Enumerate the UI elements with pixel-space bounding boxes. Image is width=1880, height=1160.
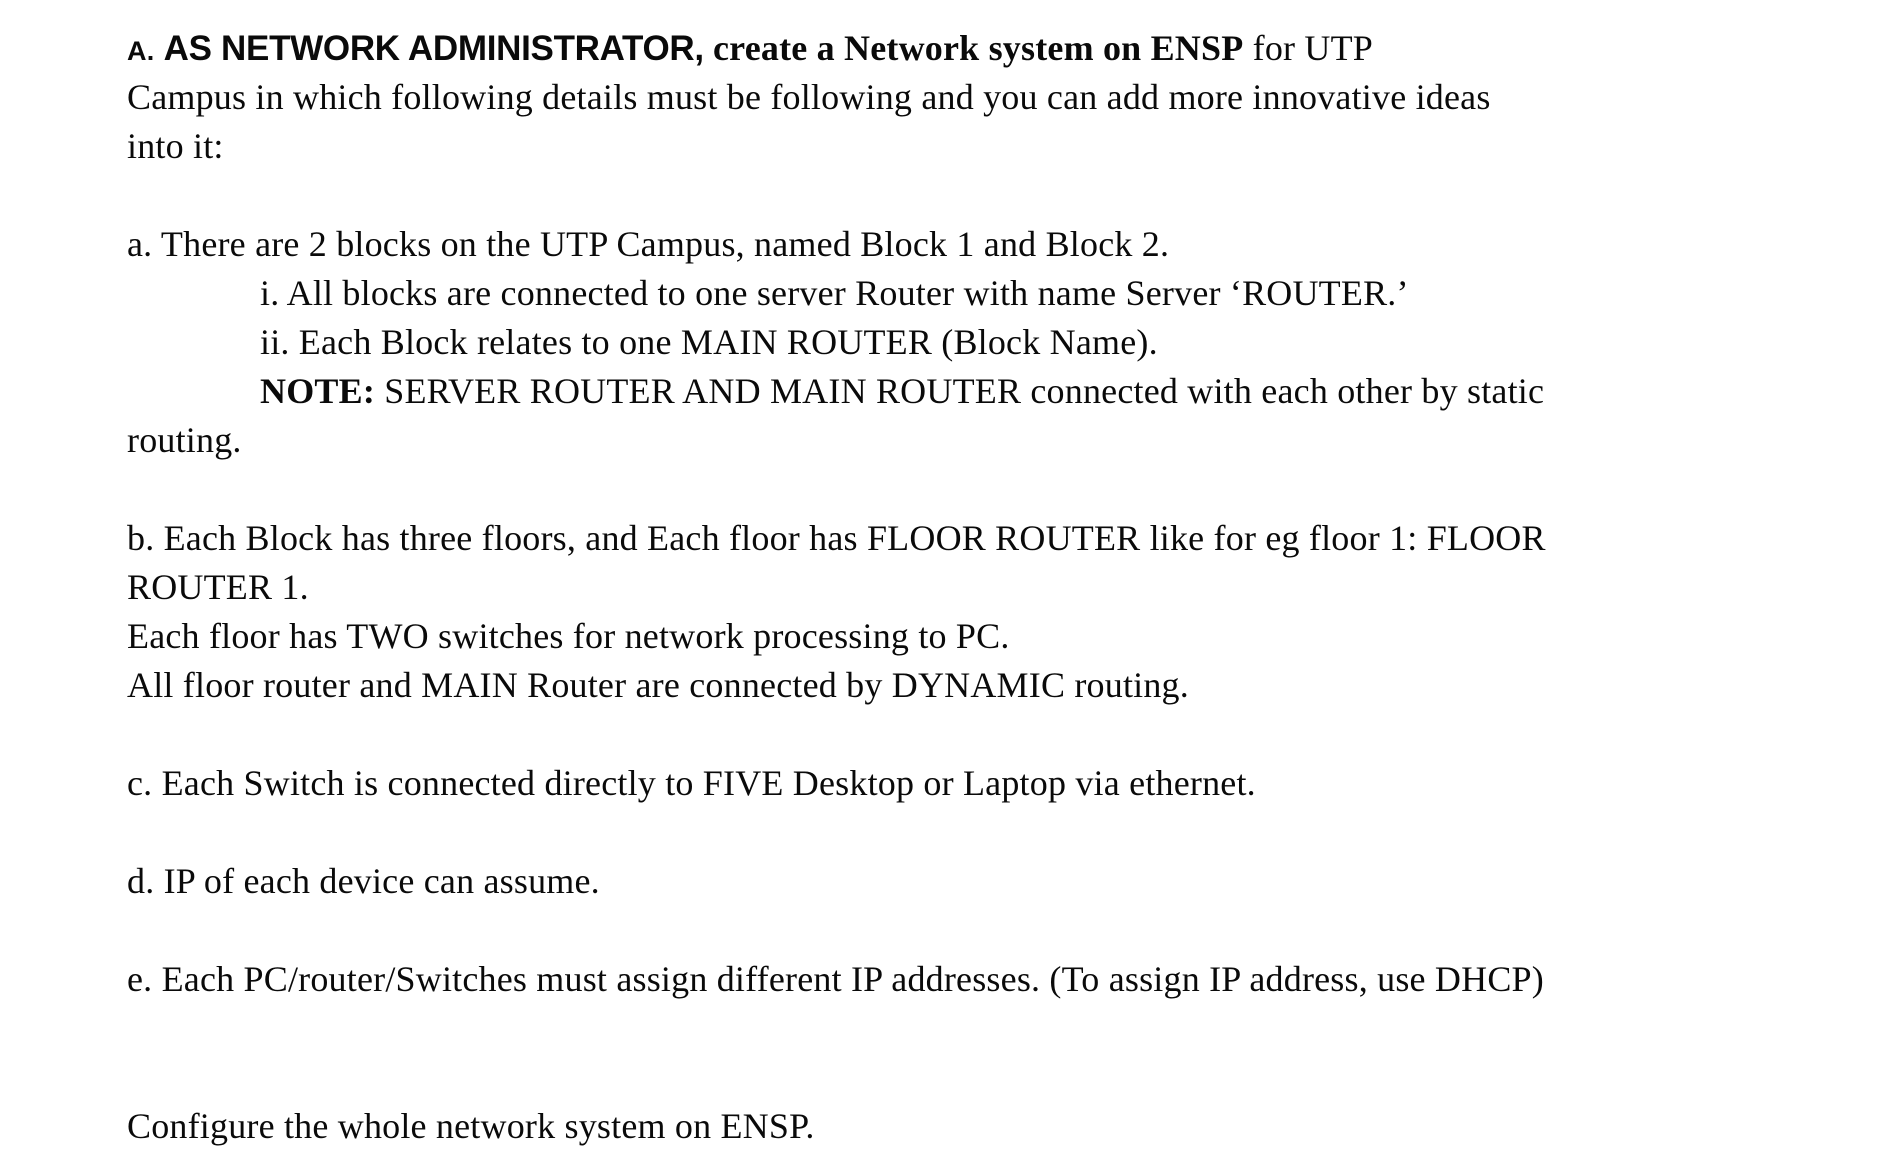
footer-line: Configure the whole network system on EN… <box>127 1106 815 1146</box>
item-c-line: c. Each Switch is connected directly to … <box>127 763 1256 803</box>
item-d-line: d. IP of each device can assume. <box>127 861 600 901</box>
item-a-note-continuation: routing. <box>127 420 242 460</box>
item-e-line: e. Each PC/router/Switches must assign d… <box>127 959 1544 999</box>
item-a-line: a. There are 2 blocks on the UTP Campus,… <box>127 224 1170 264</box>
item-b-line-4: All floor router and MAIN Router are con… <box>127 665 1189 705</box>
item-a-sub-i: i. All blocks are connected to one serve… <box>260 273 1409 313</box>
item-a-sub-ii: ii. Each Block relates to one MAIN ROUTE… <box>260 322 1158 362</box>
intro-line-3: into it: <box>127 126 224 166</box>
note-label: NOTE: <box>260 371 376 411</box>
heading-bold-sans: AS NETWORK ADMINISTRATOR, <box>163 29 704 68</box>
intro-line-2: Campus in which following details must b… <box>127 77 1491 117</box>
item-b-line-1: b. Each Block has three floors, and Each… <box>127 518 1546 558</box>
item-b-line-3: Each floor has TWO switches for network … <box>127 616 1010 656</box>
note-text: SERVER ROUTER AND MAIN ROUTER connected … <box>384 371 1545 411</box>
heading-line: A. AS NETWORK ADMINISTRATOR, create a Ne… <box>127 24 1810 73</box>
heading-bold-serif: create a Network system on ENSP <box>712 28 1244 68</box>
item-b-line-2: ROUTER 1. <box>127 567 309 607</box>
item-a-note-line: NOTE: SERVER ROUTER AND MAIN ROUTER conn… <box>127 367 1810 416</box>
heading-tail: for UTP <box>1252 28 1374 68</box>
heading-label: A. <box>127 36 155 66</box>
